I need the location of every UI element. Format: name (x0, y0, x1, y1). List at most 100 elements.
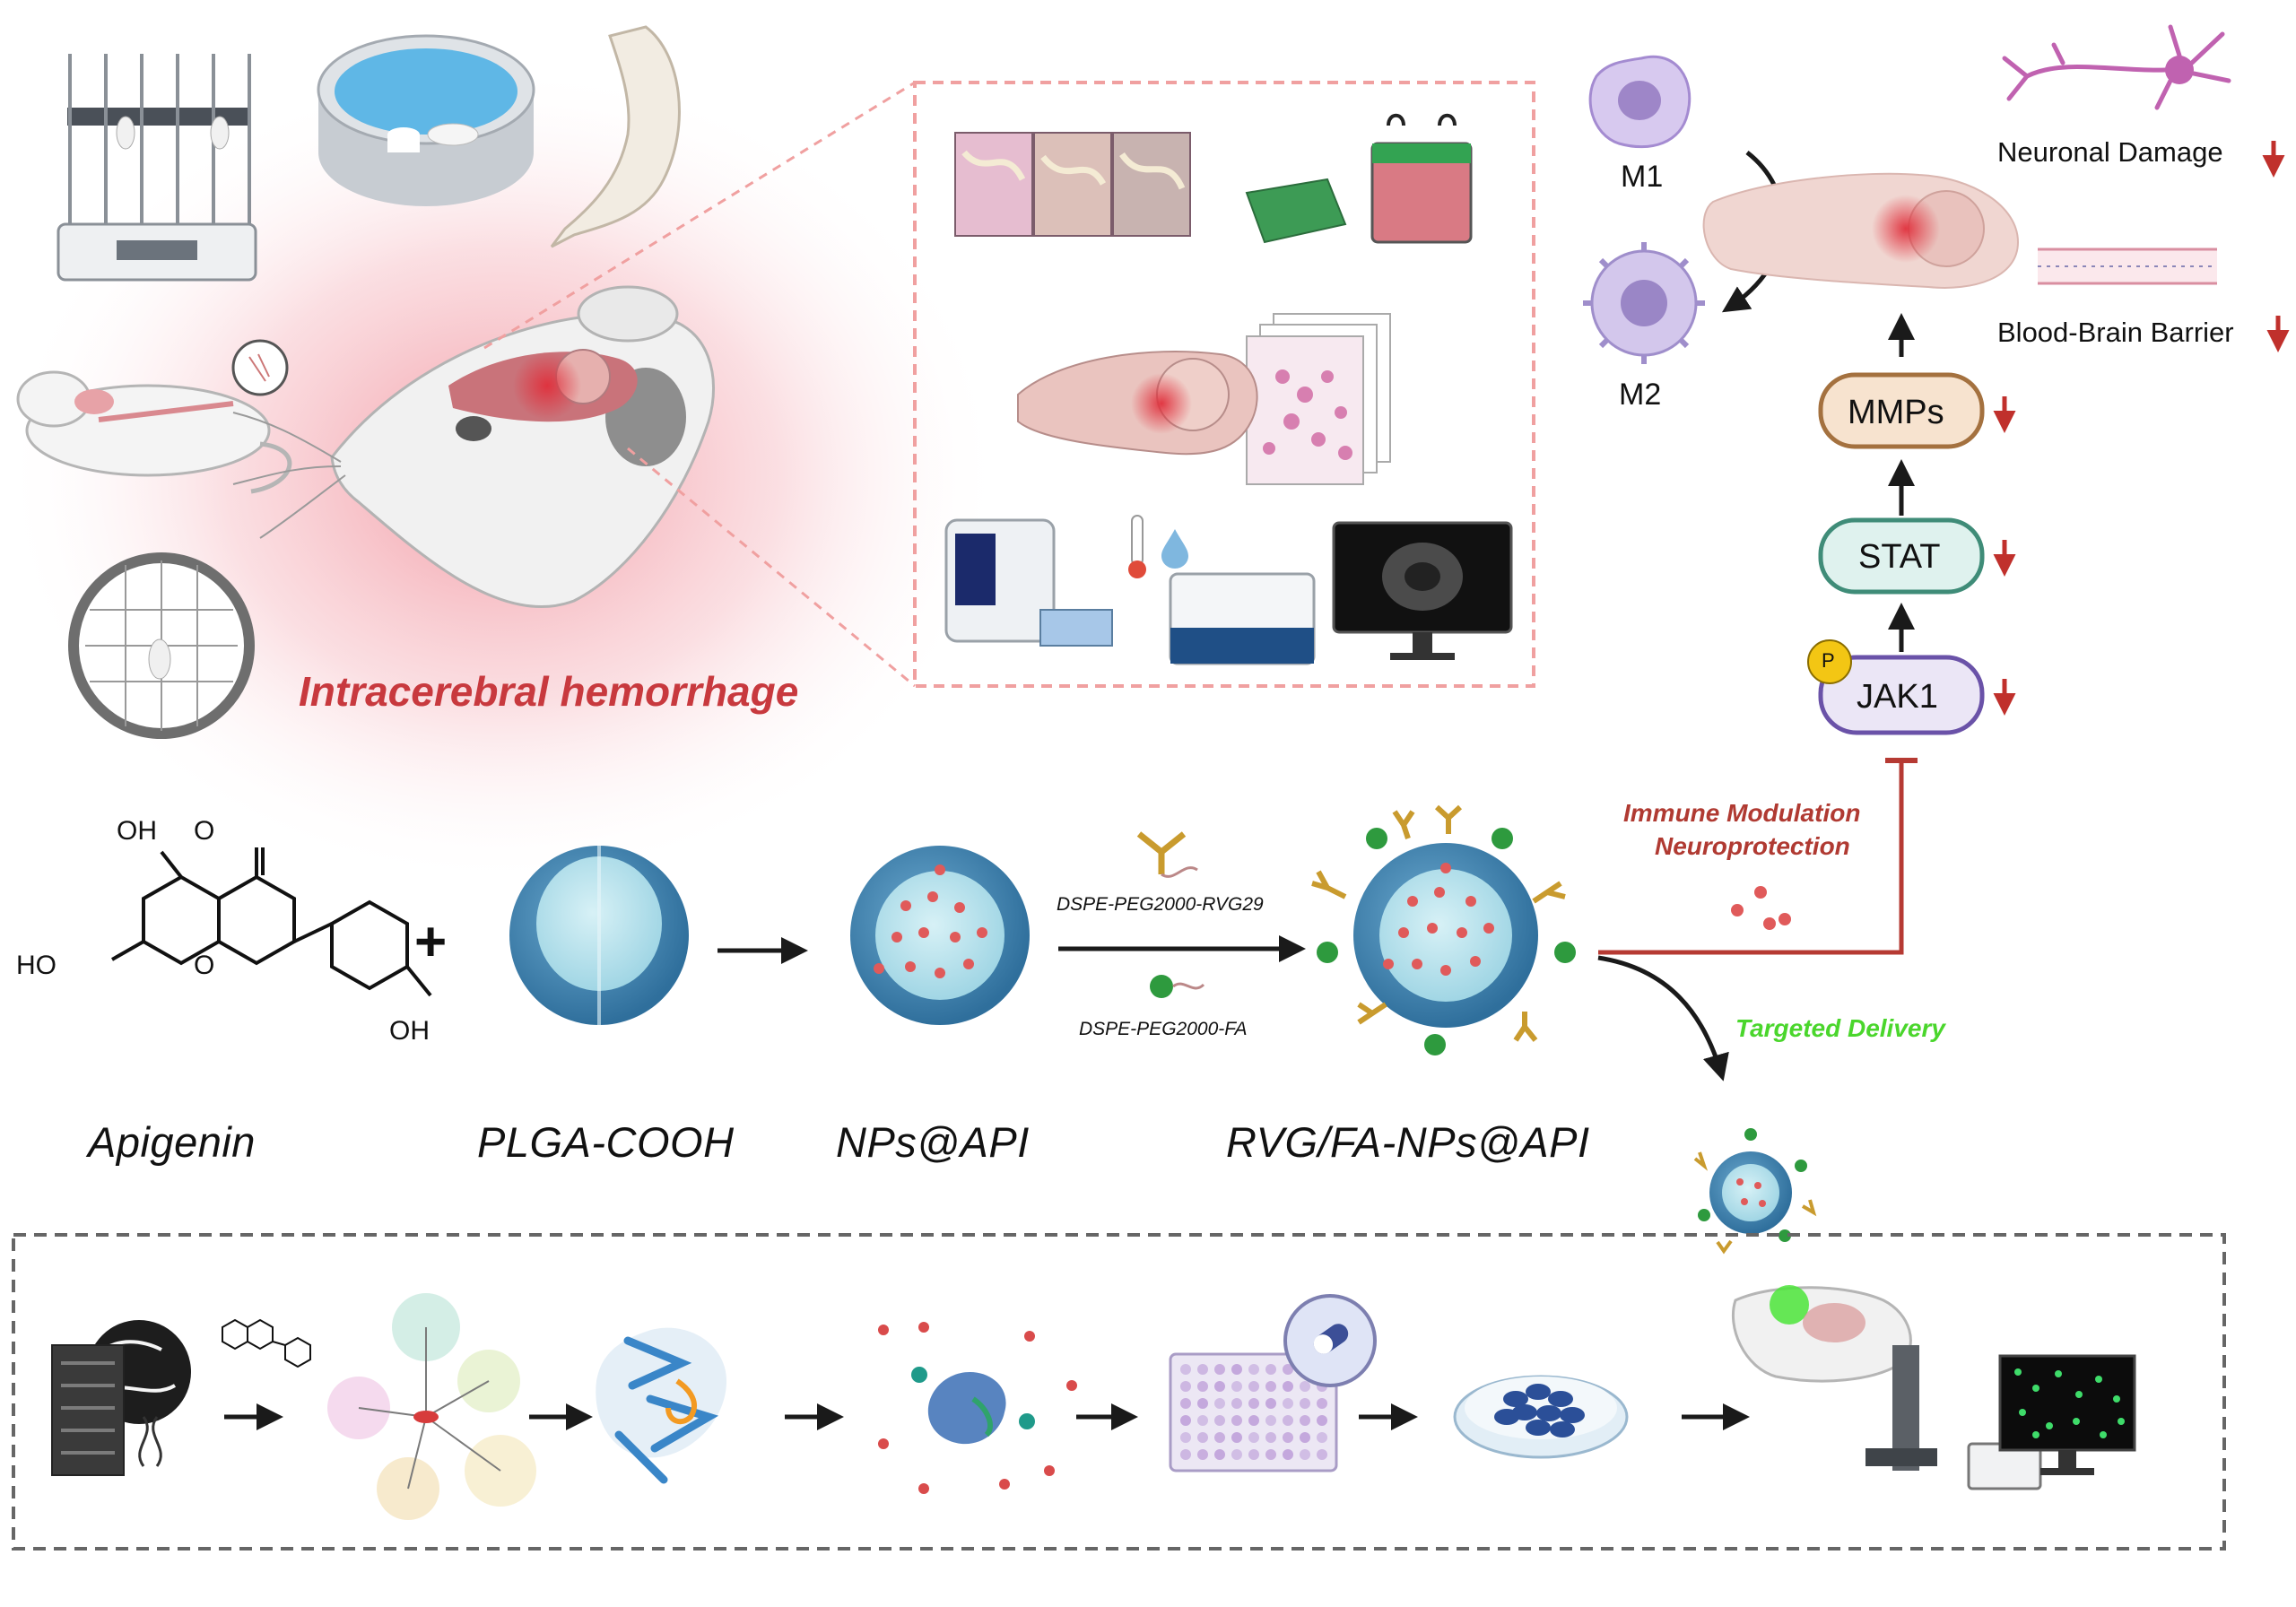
water-maze-icon (317, 34, 535, 206)
plate-well (1283, 1449, 1293, 1460)
phospho-badge (1807, 639, 1852, 684)
down-arrows (1993, 141, 2290, 716)
plate-well (1265, 1398, 1276, 1409)
plate-well (1248, 1364, 1259, 1375)
plate-well (1300, 1432, 1310, 1443)
reagent-rvg29: DSPE-PEG2000-RVG29 (1057, 894, 1264, 915)
plate-well (1265, 1415, 1276, 1426)
plate-well (1248, 1381, 1259, 1392)
plate-well (1265, 1432, 1276, 1443)
staining-slides-icon (954, 132, 1191, 237)
bbb-label: Blood-Brain Barrier (1997, 317, 2234, 348)
plate-well (1197, 1364, 1208, 1375)
plate-well (1283, 1364, 1293, 1375)
cell-viability-plate-icon (1169, 1294, 1377, 1472)
droplet-icon (1161, 529, 1188, 569)
plate-well (1283, 1415, 1293, 1426)
plate-well (1317, 1398, 1327, 1409)
plate-well (1180, 1398, 1191, 1409)
rat-brain-hemorrhage-icon (232, 285, 716, 608)
in-vivo-imaging-microscope-icon (1731, 1285, 2136, 1490)
workflow-panel (12, 1233, 2226, 1551)
rvg29-antibody-icon (1136, 831, 1198, 878)
plate-well (1300, 1398, 1310, 1409)
hemorrhage-title: Intracerebral hemorrhage (299, 668, 799, 715)
compound-nps-api: NPs@API (836, 1118, 1030, 1166)
plate-well (1317, 1432, 1327, 1443)
pathway-brain-icon (1702, 172, 2020, 289)
thermometer-icon (1128, 515, 1146, 578)
mri-monitor-icon (1332, 521, 1513, 660)
plate-well (1231, 1398, 1242, 1409)
neuronal-damage-label: Neuronal Damage (1997, 136, 2223, 168)
plate-well (1231, 1432, 1242, 1443)
plate-well (1283, 1381, 1293, 1392)
compound-apigenin: Apigenin (88, 1118, 256, 1166)
plate-well (1197, 1381, 1208, 1392)
jak1-label: JAK1 (1857, 678, 1938, 716)
plate-well (1214, 1364, 1225, 1375)
m1-label: M1 (1621, 160, 1664, 194)
plate-well (1180, 1381, 1191, 1392)
m2-label: M2 (1619, 378, 1662, 412)
mmps-node (1818, 372, 1985, 449)
m2-macrophage-icon (1583, 242, 1705, 364)
apigenin-mini-icon (222, 1318, 311, 1368)
plate-well (1248, 1432, 1259, 1443)
neuroprotection-label: Neuroprotection (1655, 832, 1850, 860)
experiments-panel (913, 81, 1535, 688)
jak1-node (1818, 655, 1985, 735)
plate-well (1300, 1415, 1310, 1426)
compound-plga-cooh: PLGA-COOH (477, 1118, 735, 1166)
m1-macrophage-icon (1588, 55, 1692, 149)
mmps-label: MMPs (1848, 394, 1944, 431)
plate-well (1265, 1381, 1276, 1392)
apigenin-ho-left: HO (16, 951, 57, 980)
zoom-line-bottom (627, 447, 916, 688)
plate-well (1214, 1381, 1225, 1392)
targeted-delivery-label: Targeted Delivery (1735, 1014, 1945, 1042)
western-blot-icon (1245, 113, 1473, 244)
reagent-fa: DSPE-PEG2000-FA (1079, 1019, 1248, 1039)
plate-well (1248, 1398, 1259, 1409)
stat-label: STAT (1858, 538, 1941, 576)
plate-well (1265, 1364, 1276, 1375)
plate-well (1283, 1432, 1293, 1443)
pcr-machine-icon (944, 518, 1113, 647)
plate-well (1214, 1415, 1225, 1426)
small-targeted-particle (1693, 1128, 1817, 1255)
plate-well (1197, 1432, 1208, 1443)
plate-well (1180, 1449, 1191, 1460)
apigenin-oh-top: OH (117, 816, 157, 846)
zoom-line-top (483, 81, 916, 350)
plate-well (1248, 1415, 1259, 1426)
targeting-arrow (1597, 955, 1729, 1081)
apigenin-carbonyl-o: O (194, 816, 215, 846)
plate-well (1214, 1398, 1225, 1409)
plate-well (1180, 1415, 1191, 1426)
stat-node (1818, 517, 1985, 595)
rotarod-icon (57, 54, 257, 282)
plate-well (1317, 1449, 1327, 1460)
compound-rvg-fa-nps-api: RVG/FA-NPs@API (1226, 1118, 1590, 1166)
neuro-score-rat-icon (16, 339, 292, 494)
plate-well (1317, 1415, 1327, 1426)
open-field-icon (68, 552, 255, 739)
plate-well (1197, 1449, 1208, 1460)
cell-culture-dish-icon (1453, 1375, 1629, 1459)
plga-cooh-particle (509, 846, 689, 1025)
plate-well (1197, 1415, 1208, 1426)
plate-well (1231, 1364, 1242, 1375)
plate-well (1300, 1381, 1310, 1392)
plate-well (1300, 1449, 1310, 1460)
neuron-icon (2002, 24, 2231, 110)
database-server-icon (51, 1320, 191, 1476)
plate-well (1180, 1364, 1191, 1375)
plate-well (1231, 1415, 1242, 1426)
plate-well (1231, 1449, 1242, 1460)
bbb-membrane-icon (2038, 248, 2217, 285)
plate-well (1248, 1449, 1259, 1460)
brain-histology-icon (1017, 313, 1391, 485)
plate-well (1283, 1398, 1293, 1409)
